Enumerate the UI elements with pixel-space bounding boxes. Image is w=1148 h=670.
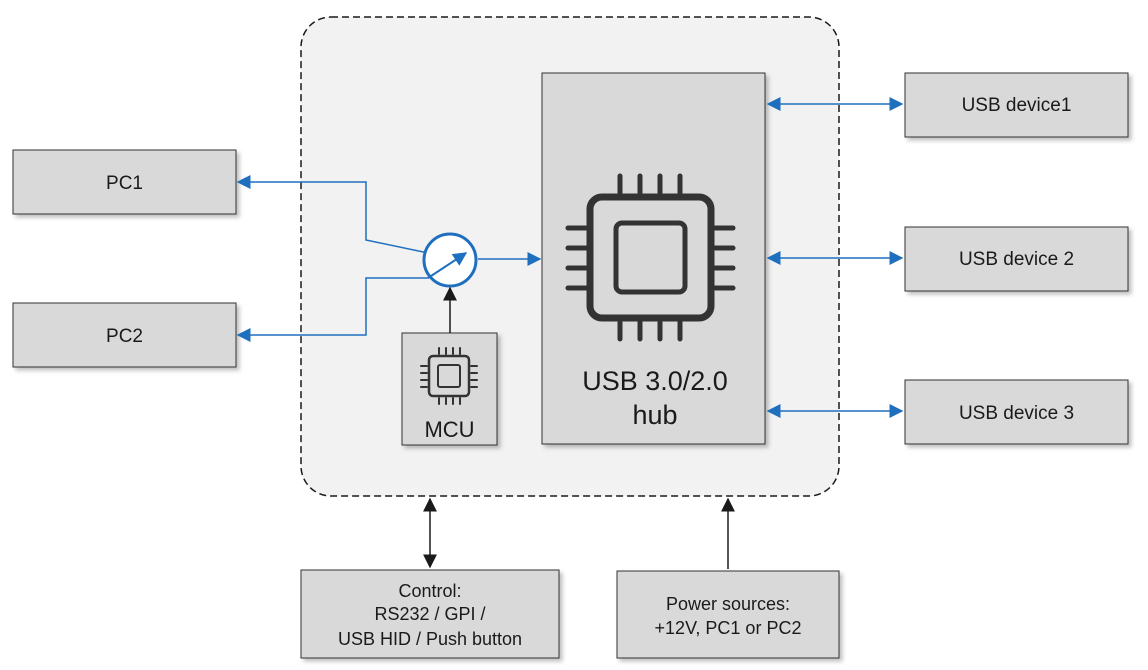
power-line1: Power sources: <box>666 594 790 614</box>
usb-device-3-label: USB device 3 <box>959 403 1074 424</box>
pc2-box: PC2 <box>12 302 237 368</box>
switch-icon <box>422 232 478 288</box>
pc1-link <box>236 175 453 259</box>
control-line3: USB HID / Push button <box>338 629 522 649</box>
usb-device-2-label: USB device 2 <box>959 249 1074 270</box>
usb-device-2-box: USB device 2 <box>904 226 1129 292</box>
mcu-box: MCU <box>401 332 498 446</box>
control-box: Control: RS232 / GPI / USB HID / Push bu… <box>300 569 560 659</box>
usb-hub-box: USB 3.0/2.0 hub <box>541 72 766 445</box>
chip-icon <box>420 347 478 405</box>
power-box: Power sources: +12V, PC1 or PC2 <box>616 570 840 659</box>
hub-label-line1: USB 3.0/2.0 <box>582 366 728 396</box>
usb-device-3-box: USB device 3 <box>904 379 1129 445</box>
power-line2: +12V, PC1 or PC2 <box>655 618 802 638</box>
pc2-link <box>236 277 428 342</box>
control-line1: Control: <box>398 581 461 601</box>
usb-device-1-label: USB device1 <box>962 95 1072 116</box>
usb-device-1-box: USB device1 <box>904 72 1129 138</box>
control-line2: RS232 / GPI / <box>374 604 485 624</box>
pc1-label: PC1 <box>106 173 143 194</box>
pc1-box: PC1 <box>12 149 237 215</box>
chip-icon <box>565 173 736 342</box>
hub-label-line2: hub <box>632 400 677 430</box>
pc2-label: PC2 <box>106 326 143 347</box>
mcu-label: MCU <box>424 417 474 442</box>
